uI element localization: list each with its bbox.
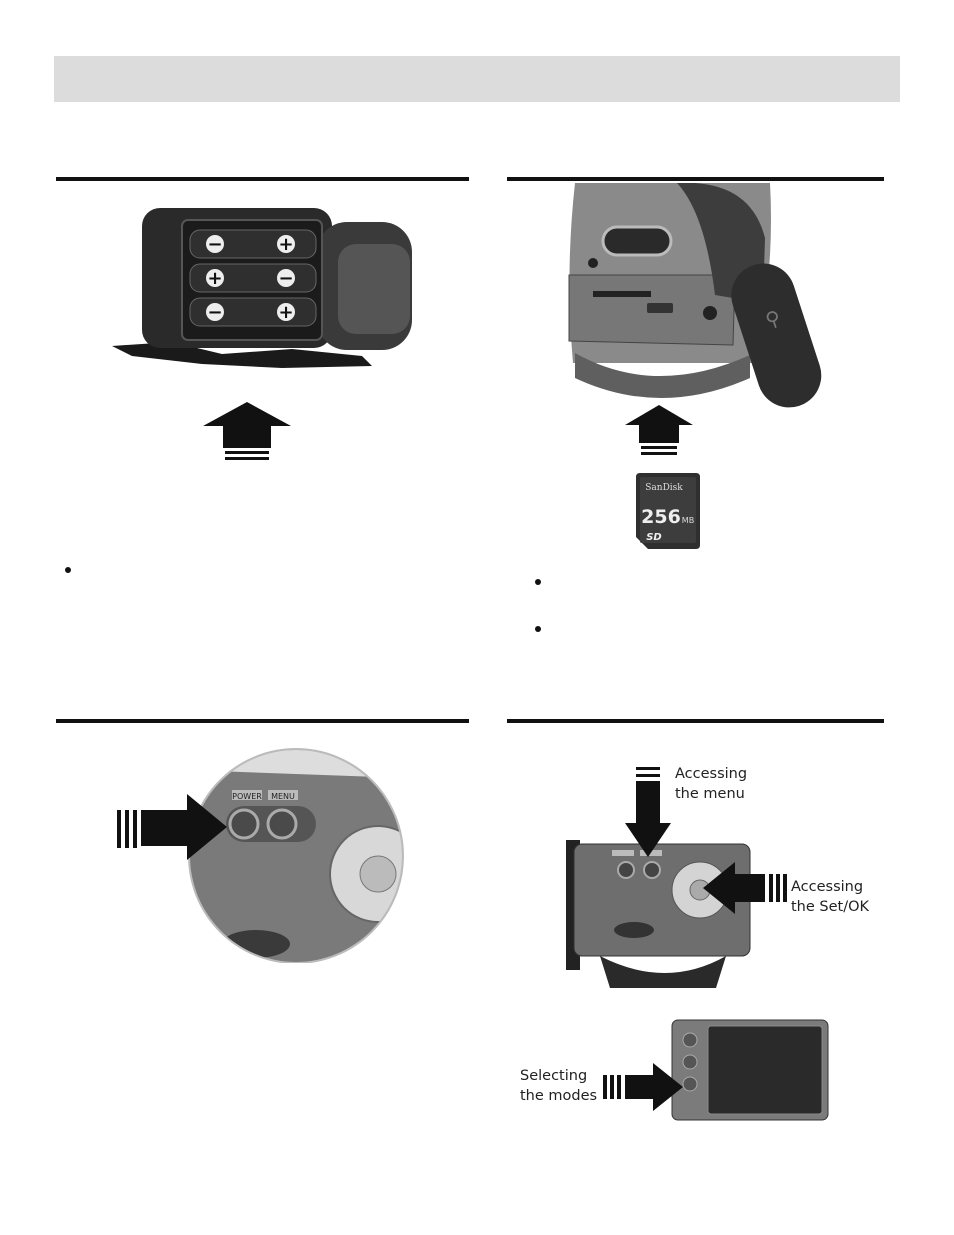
battery-compartment-photo: − + + − − + bbox=[112, 204, 417, 368]
bullet-dot-icon bbox=[535, 626, 541, 632]
callout-accessing-set-ok: Accessing the Set/OK bbox=[791, 879, 870, 915]
section-rule-buttons bbox=[507, 719, 884, 723]
arrow-icon bbox=[625, 405, 693, 457]
arrow-icon bbox=[117, 794, 227, 860]
arrow-icon bbox=[203, 402, 291, 462]
plus-icon: + bbox=[207, 268, 222, 289]
power-label: POWER bbox=[232, 792, 262, 801]
bullet-dot-icon bbox=[535, 579, 541, 585]
sd-card: SanDisk 256 MB SD bbox=[636, 473, 700, 549]
sd-card-brand: SanDisk bbox=[645, 483, 683, 493]
camera-back-panel-photo bbox=[566, 840, 752, 988]
camera-lcd-side-photo bbox=[670, 1018, 830, 1122]
sd-logo-icon: SD bbox=[646, 532, 662, 543]
menu-label: MENU bbox=[271, 792, 295, 801]
section-rule-sd-card bbox=[507, 177, 884, 181]
callout-accessing-menu: Accessing the menu bbox=[675, 766, 748, 802]
power-button-closeup-photo: POWER MENU bbox=[186, 748, 406, 964]
callout-selecting-modes: Selecting the modes bbox=[520, 1068, 598, 1104]
minus-icon: − bbox=[278, 268, 293, 289]
plus-icon: + bbox=[278, 234, 293, 255]
section-rule-power bbox=[56, 719, 469, 723]
section-rule-batteries bbox=[56, 177, 469, 181]
arrow-icon bbox=[625, 767, 671, 857]
usb-icon: ⚲ bbox=[762, 305, 783, 332]
page-header-bar bbox=[54, 56, 900, 102]
minus-icon: − bbox=[207, 234, 222, 255]
sd-card-unit: MB bbox=[682, 516, 694, 525]
minus-icon: − bbox=[207, 302, 222, 323]
bullet-dot-icon bbox=[65, 567, 71, 573]
sd-card-capacity: 256 bbox=[641, 506, 681, 528]
sd-slot-photo: ⚲ bbox=[565, 182, 840, 423]
arrow-icon bbox=[603, 1063, 683, 1111]
arrow-icon bbox=[703, 862, 787, 914]
plus-icon: + bbox=[278, 302, 293, 323]
